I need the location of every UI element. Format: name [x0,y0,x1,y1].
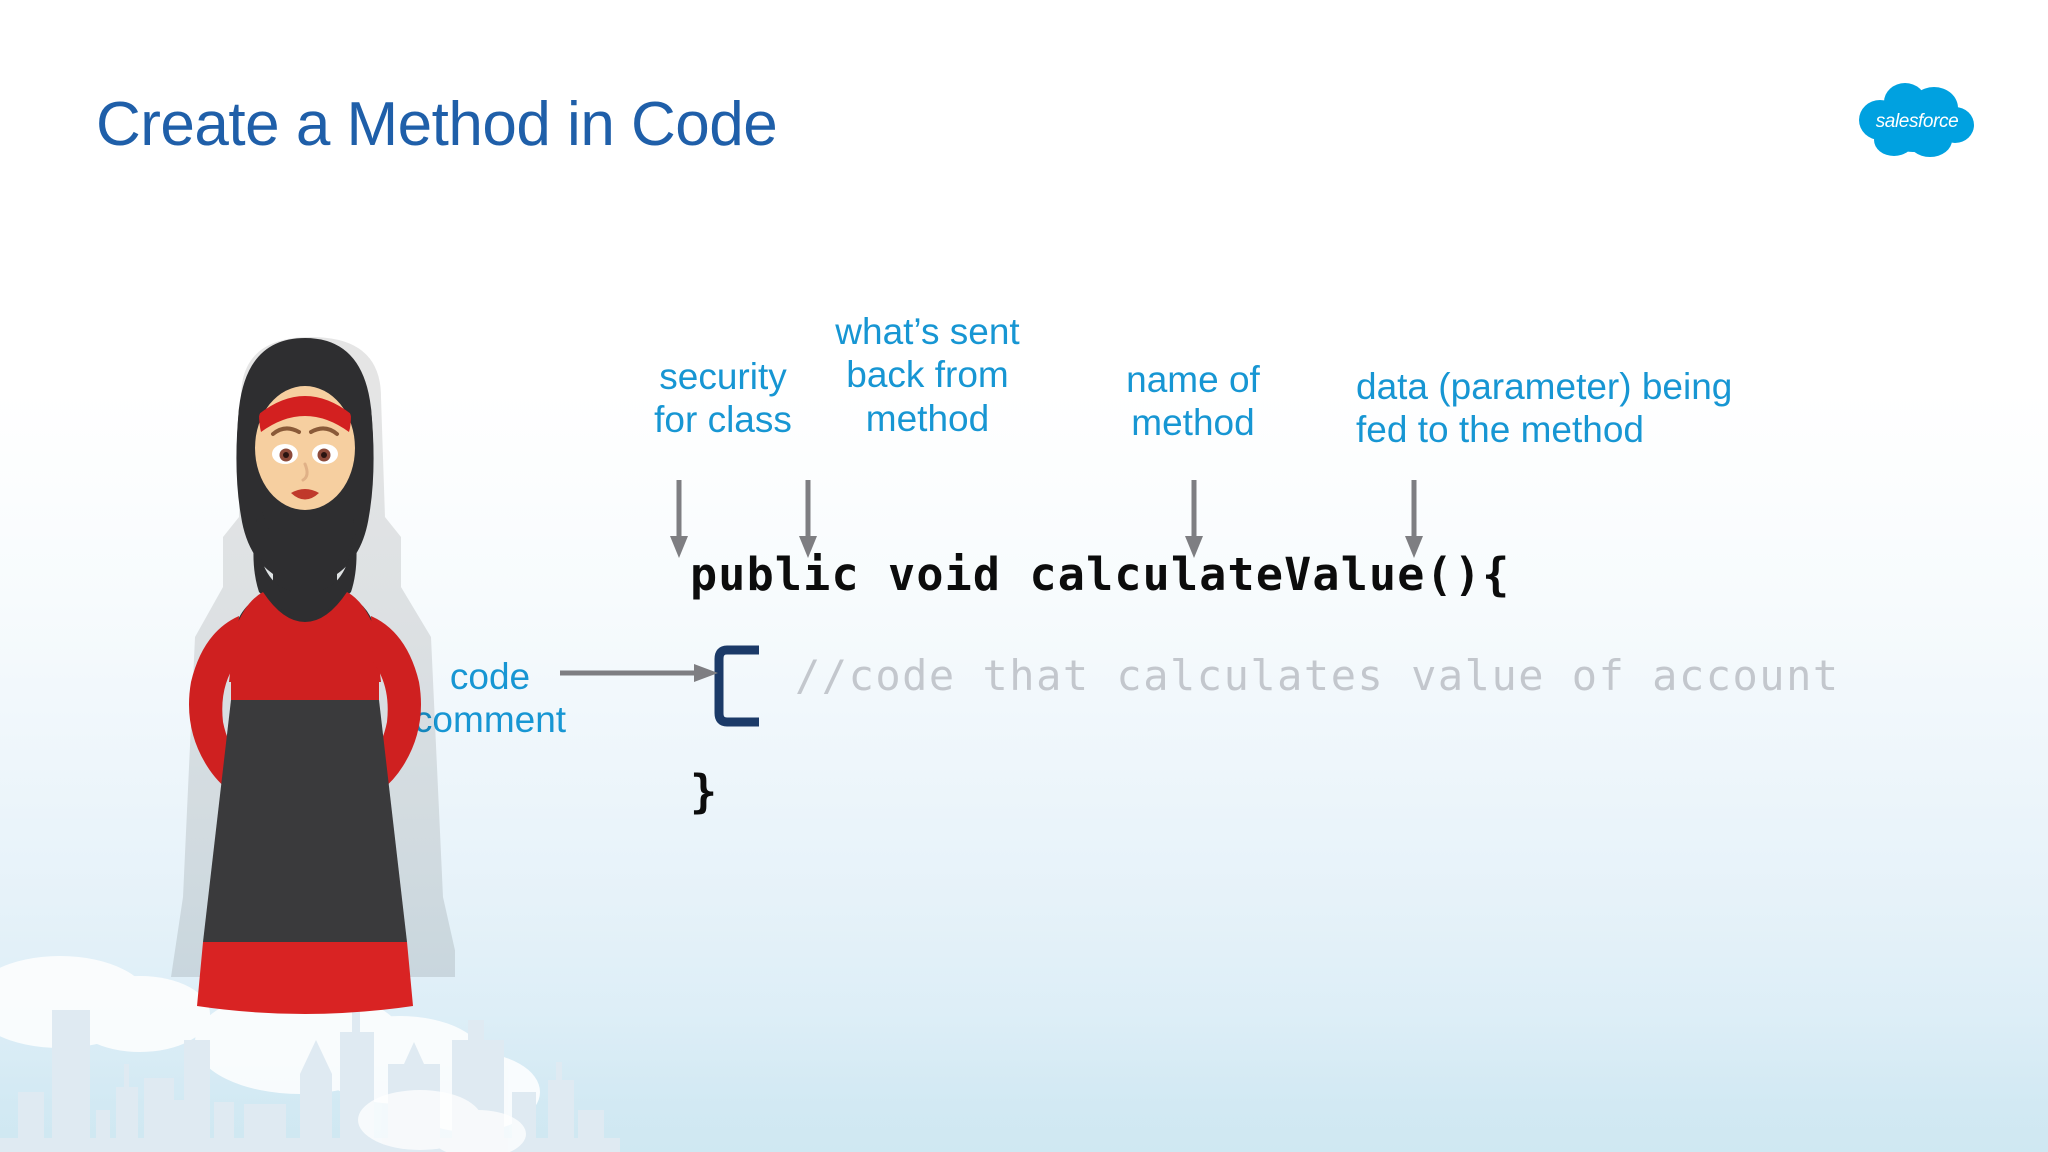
top [229,592,381,682]
callout-code-comment: code comment [413,656,567,741]
code-comment-line: //code that calculates value of account [795,651,1840,700]
code-method-signature: public void calculateValue(){ [690,548,1511,601]
headband [259,396,351,432]
salesforce-logo: salesforce [1858,78,1976,162]
arrow-right-icon-code-comment [560,664,718,682]
callout-parameter: data (parameter) being fed to the method [1356,366,1733,451]
nose [301,462,309,482]
skirt-hem [197,942,413,1014]
character-illustration [171,337,455,1014]
arrow-down-icon-parameter [1405,480,1423,558]
code-block-bracket-icon [714,645,759,727]
code-closing-brace: } [690,765,718,818]
callout-return-value: what’s sent back from method [835,311,1020,439]
arm-right [359,616,421,792]
arrow-down-icon-return [799,480,817,558]
eye-right [312,444,338,464]
arm-left [189,616,251,792]
eye-left [272,444,298,464]
eyebrow-left [271,426,301,436]
mouth [291,489,319,500]
callout-security-for-class: security for class [654,356,792,441]
arrow-down-icon-security [670,480,688,558]
eyebrow-right [309,426,339,436]
skirt [203,700,407,942]
cloud-icon [1859,83,1974,157]
callout-method-name: name of method [1126,359,1260,444]
page-title: Create a Method in Code [96,90,778,159]
arrow-down-icon-method-name [1185,480,1203,558]
